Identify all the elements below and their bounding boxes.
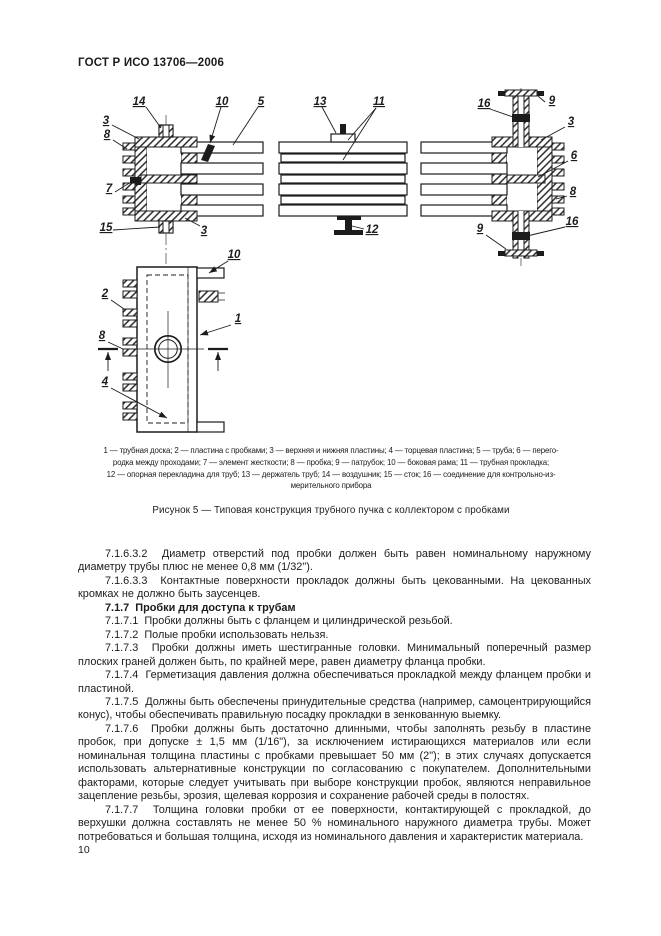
- figure-drawing: 14 10 5 13 11 16 9 3 8 7 15 3 12 3 6 8 1…: [98, 88, 579, 433]
- section-marks: [98, 347, 228, 371]
- body-text: 7.1.6.3.2 Диаметр отверстий под пробки д…: [78, 548, 591, 844]
- side-frame-flange-bottom: [196, 421, 225, 433]
- callout-7: 7: [106, 183, 113, 195]
- side-view-end-elevation: 10 2 8 1 4: [98, 249, 241, 433]
- legend-line: 12 — опорная перекладина для труб; 13 — …: [106, 469, 556, 479]
- standard-designation: ГОСТ Р ИСО 13706—2006: [78, 57, 225, 69]
- callout-6: 6: [571, 150, 578, 162]
- vent-fitting: [158, 124, 174, 138]
- callout-16-bottom: 16: [566, 216, 579, 228]
- callout-12: 12: [366, 224, 379, 236]
- plug-row-side: [122, 279, 138, 421]
- callout-10-side: 10: [228, 249, 241, 261]
- leader-lines-side-view: [107, 260, 232, 419]
- callout-9-bottom: 9: [477, 223, 484, 235]
- instrument-connection-top: [512, 114, 530, 122]
- tube-hole: [122, 311, 204, 388]
- figure-caption: Рисунок 5 — Типовая конструкция трубного…: [152, 505, 510, 516]
- callout-3-topleft: 3: [103, 115, 110, 127]
- callout-16-top: 16: [478, 98, 491, 110]
- callout-3-right: 3: [568, 116, 575, 128]
- leader-lines-top-view: [111, 95, 569, 250]
- heading-7.1.7: 7.1.7 Пробки для доступа к трубам: [105, 601, 296, 614]
- callout-5-tube: 5: [258, 96, 265, 108]
- instrument-connection-bottom: [512, 232, 530, 240]
- tubes: [180, 141, 508, 217]
- right-pass-partition: [506, 174, 546, 184]
- legend-line: мерительного прибора: [290, 481, 372, 491]
- callout-1: 1: [235, 313, 241, 325]
- tube-keeper: [330, 124, 356, 143]
- callout-8-left: 8: [104, 129, 111, 141]
- legend-line: родка между проходами; 7 — элемент жестк…: [112, 457, 550, 467]
- drain-fitting: [158, 220, 174, 234]
- paragraph-7.1.7.3: 7.1.7.3 Пробки должны иметь шестигранные…: [78, 642, 591, 668]
- callout-10-frame: 10: [216, 96, 229, 108]
- paragraph-7.1.7.4: 7.1.7.4 Герметизация давления должна обе…: [78, 669, 591, 695]
- callout-4: 4: [101, 376, 109, 388]
- page-number: 10: [78, 844, 90, 856]
- legend-line: 1 — трубная доска; 2 — пластина с пробка…: [103, 446, 559, 455]
- paragraph-7.1.6.3.2: 7.1.6.3.2 Диаметр отверстий под пробки д…: [78, 548, 591, 574]
- plug-row-right: [551, 142, 565, 216]
- figure-legend: 1 — трубная доска; 2 — пластина с пробка…: [72, 445, 590, 492]
- top-nozzle: [498, 89, 544, 148]
- callout-3-bottom: 3: [201, 225, 208, 237]
- frame-bolt-threads: [218, 292, 225, 301]
- top-view-tube-bundle: 14 10 5 13 11 16 9 3 8 7 15 3 12 3 6 8 1…: [100, 88, 579, 266]
- figure-5: 14 10 5 13 11 16 9 3 8 7 15 3 12 3 6 8 1…: [75, 88, 595, 440]
- tube-support-beam: [334, 216, 363, 235]
- side-frame-flange-top: [196, 267, 225, 279]
- paragraph-7.1.7.2: 7.1.7.2 Полые пробки использовать нельзя…: [105, 628, 329, 641]
- left-pass-partition: [140, 174, 198, 184]
- frame-bolt: [198, 290, 219, 303]
- bottom-nozzle: [498, 210, 544, 259]
- left-box-top-plate: [134, 136, 198, 148]
- stiffening-element: [130, 177, 141, 185]
- callout-14: 14: [133, 96, 146, 108]
- callout-2: 2: [101, 288, 109, 300]
- callout-8-right: 8: [570, 186, 577, 198]
- callout-11: 11: [373, 96, 385, 108]
- paragraph-7.1.7.6: 7.1.7.6 Пробки должны быть достаточно дл…: [78, 722, 591, 803]
- plug-row-left: [122, 142, 136, 216]
- callout-15: 15: [100, 222, 113, 234]
- paragraph-7.1.7.1: 7.1.7.1 Пробки должны быть с фланцем и ц…: [105, 615, 453, 628]
- callout-8-side: 8: [99, 330, 106, 342]
- paragraph-7.1.7.7: 7.1.7.7 Толщина головки пробки от ее пов…: [78, 803, 591, 843]
- paragraph-7.1.7.5: 7.1.7.5 Должны быть обеспечены принудите…: [78, 695, 591, 722]
- side-frame-clamp: [201, 144, 215, 162]
- callout-9-top: 9: [549, 95, 556, 107]
- paragraph-7.1.6.3.3: 7.1.6.3.3 Контактные поверхности проклад…: [78, 574, 591, 601]
- callout-13: 13: [314, 96, 327, 108]
